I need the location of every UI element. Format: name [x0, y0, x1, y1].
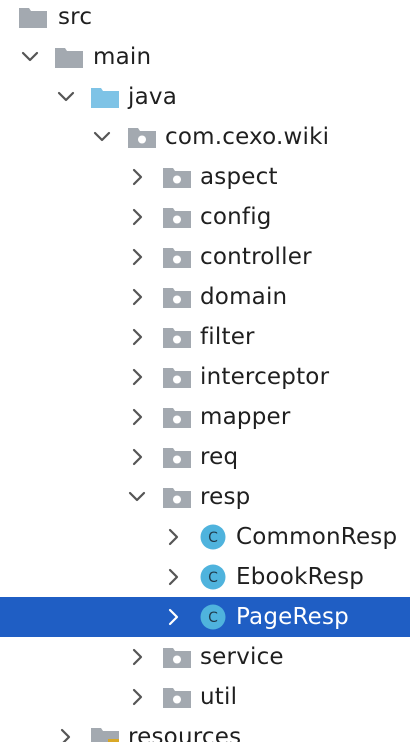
package-icon [163, 688, 191, 708]
package-icon [163, 648, 191, 668]
chevron-down-icon[interactable] [56, 87, 76, 107]
tree-row-aspect[interactable]: aspect [0, 157, 410, 197]
tree-row-interceptor[interactable]: interceptor [0, 357, 410, 397]
package-icon [163, 248, 191, 268]
tree-row-java[interactable]: java [0, 77, 410, 117]
tree-row-ebookresp[interactable]: C EbookResp [0, 557, 410, 597]
chevron-down-icon[interactable] [20, 47, 40, 67]
tree-row-req[interactable]: req [0, 437, 410, 477]
tree-row-controller[interactable]: controller [0, 237, 410, 277]
chevron-right-icon[interactable] [128, 207, 148, 227]
chevron-right-icon[interactable] [128, 647, 148, 667]
tree-row-resources[interactable]: resources [0, 717, 410, 742]
tree-row-label: src [58, 4, 93, 30]
svg-text:C: C [208, 610, 218, 626]
tree-row-util[interactable]: util [0, 677, 410, 717]
package-icon [163, 448, 191, 468]
tree-row-label: resources [128, 724, 242, 742]
class-icon: C [200, 564, 226, 590]
chevron-right-icon[interactable] [128, 247, 148, 267]
tree-row-label: mapper [200, 404, 291, 430]
chevron-right-icon[interactable] [128, 687, 148, 707]
chevron-right-icon[interactable] [128, 367, 148, 387]
tree-row-label: util [200, 684, 238, 710]
svg-text:C: C [208, 530, 218, 546]
tree-row-label: service [200, 644, 284, 670]
chevron-right-icon[interactable] [128, 447, 148, 467]
tree-row-pageresp[interactable]: C PageResp [0, 597, 410, 637]
tree-row-label: CommonResp [236, 524, 398, 550]
tree-row-label: aspect [200, 164, 278, 190]
tree-row-com-cexo-wiki[interactable]: com.cexo.wiki [0, 117, 410, 157]
package-icon [163, 368, 191, 388]
package-icon [128, 128, 156, 148]
package-icon [163, 488, 191, 508]
package-icon [163, 288, 191, 308]
tree-row-label: domain [200, 284, 288, 310]
folder-icon [19, 8, 47, 28]
chevron-right-icon[interactable] [128, 287, 148, 307]
tree-row-domain[interactable]: domain [0, 277, 410, 317]
chevron-right-icon[interactable] [128, 167, 148, 187]
chevron-right-icon[interactable] [128, 407, 148, 427]
svg-text:C: C [208, 570, 218, 586]
chevron-right-icon[interactable] [56, 727, 76, 742]
class-icon: C [200, 604, 226, 630]
chevron-down-icon[interactable] [127, 487, 147, 507]
tree-row-src[interactable]: src [0, 0, 410, 37]
resources-folder-icon [91, 728, 119, 742]
tree-row-label: controller [200, 244, 312, 270]
tree-row-resp[interactable]: resp [0, 477, 410, 517]
tree-row-mapper[interactable]: mapper [0, 397, 410, 437]
chevron-right-icon[interactable] [164, 567, 184, 587]
tree-row-service[interactable]: service [0, 637, 410, 677]
tree-row-label: EbookResp [236, 564, 365, 590]
chevron-right-icon[interactable] [128, 327, 148, 347]
chevron-right-icon[interactable] [164, 527, 184, 547]
tree-row-config[interactable]: config [0, 197, 410, 237]
chevron-down-icon[interactable] [92, 127, 112, 147]
class-icon: C [200, 524, 226, 550]
tree-row-label: config [200, 204, 272, 230]
tree-row-label: req [200, 444, 239, 470]
chevron-right-icon[interactable] [164, 607, 184, 627]
folder-icon [55, 48, 83, 68]
tree-row-label: PageResp [236, 604, 349, 630]
tree-row-label: java [128, 84, 177, 110]
tree-row-label: com.cexo.wiki [165, 124, 330, 150]
package-icon [163, 208, 191, 228]
tree-row-label: filter [200, 324, 255, 350]
tree-row-label: main [93, 44, 152, 70]
package-icon [163, 328, 191, 348]
package-icon [163, 168, 191, 188]
tree-row-label: resp [200, 484, 251, 510]
tree-row-main[interactable]: main [0, 37, 410, 77]
package-icon [163, 408, 191, 428]
tree-row-commonresp[interactable]: C CommonResp [0, 517, 410, 557]
tree-row-label: interceptor [200, 364, 330, 390]
source-folder-icon [91, 88, 119, 108]
tree-row-filter[interactable]: filter [0, 317, 410, 357]
